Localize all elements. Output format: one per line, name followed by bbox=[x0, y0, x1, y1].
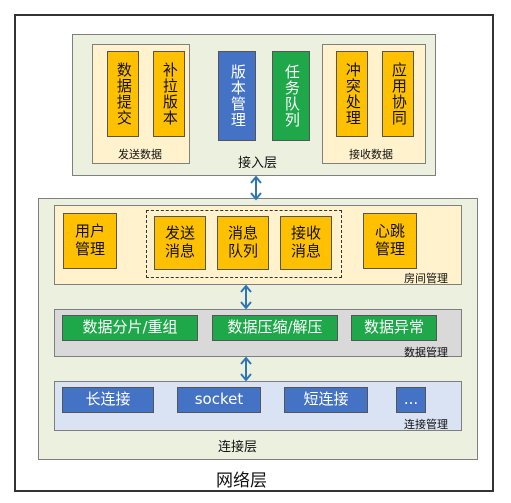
access-layer-title: 接入层 bbox=[238, 156, 278, 171]
short-connection-block: 短连接 bbox=[284, 387, 368, 413]
data-management-caption: 数据管理 bbox=[404, 346, 448, 359]
arrow-access-connection bbox=[250, 175, 262, 201]
network-layer-title: 网络层 bbox=[216, 471, 267, 491]
user-management-text: 用户管理 bbox=[74, 222, 105, 258]
task-queue-block: 任务队列 bbox=[272, 51, 310, 141]
long-connection-block: 长连接 bbox=[62, 387, 154, 413]
user-management-block: 用户管理 bbox=[63, 213, 117, 269]
send-message-block: 发送消息 bbox=[154, 216, 206, 270]
receive-message-text: 接收消息 bbox=[290, 224, 321, 260]
socket-block: socket bbox=[177, 387, 261, 413]
pull-version-block: 补拉版本 bbox=[153, 51, 185, 137]
receive-data-caption: 接收数据 bbox=[349, 148, 393, 161]
heartbeat-management-block: 心跳管理 bbox=[363, 213, 417, 269]
send-message-text: 发送消息 bbox=[164, 224, 195, 260]
connection-management-caption: 连接管理 bbox=[404, 418, 448, 431]
message-queue-text: 消息队列 bbox=[227, 224, 258, 260]
room-management-caption: 房间管理 bbox=[404, 272, 448, 285]
data-submit-block: 数据提交 bbox=[107, 51, 139, 137]
data-exception-block: 数据异常 bbox=[351, 315, 437, 341]
send-data-caption: 发送数据 bbox=[118, 148, 162, 161]
message-queue-block: 消息队列 bbox=[217, 216, 269, 270]
connection-layer-title: 连接层 bbox=[218, 440, 258, 455]
version-management-block: 版本管理 bbox=[218, 51, 256, 141]
message-queue-group bbox=[146, 210, 342, 278]
arrow-data-connection bbox=[240, 356, 252, 382]
arrow-room-data bbox=[240, 284, 252, 310]
conflict-handling-block: 冲突处理 bbox=[336, 51, 368, 137]
data-shard-block: 数据分片/重组 bbox=[62, 315, 198, 341]
receive-message-block: 接收消息 bbox=[280, 216, 332, 270]
more-connections-block: ... bbox=[396, 387, 426, 413]
heartbeat-management-text: 心跳管理 bbox=[374, 222, 405, 258]
app-collaboration-block: 应用协同 bbox=[382, 51, 414, 137]
data-compress-block: 数据压缩/解压 bbox=[212, 315, 338, 341]
